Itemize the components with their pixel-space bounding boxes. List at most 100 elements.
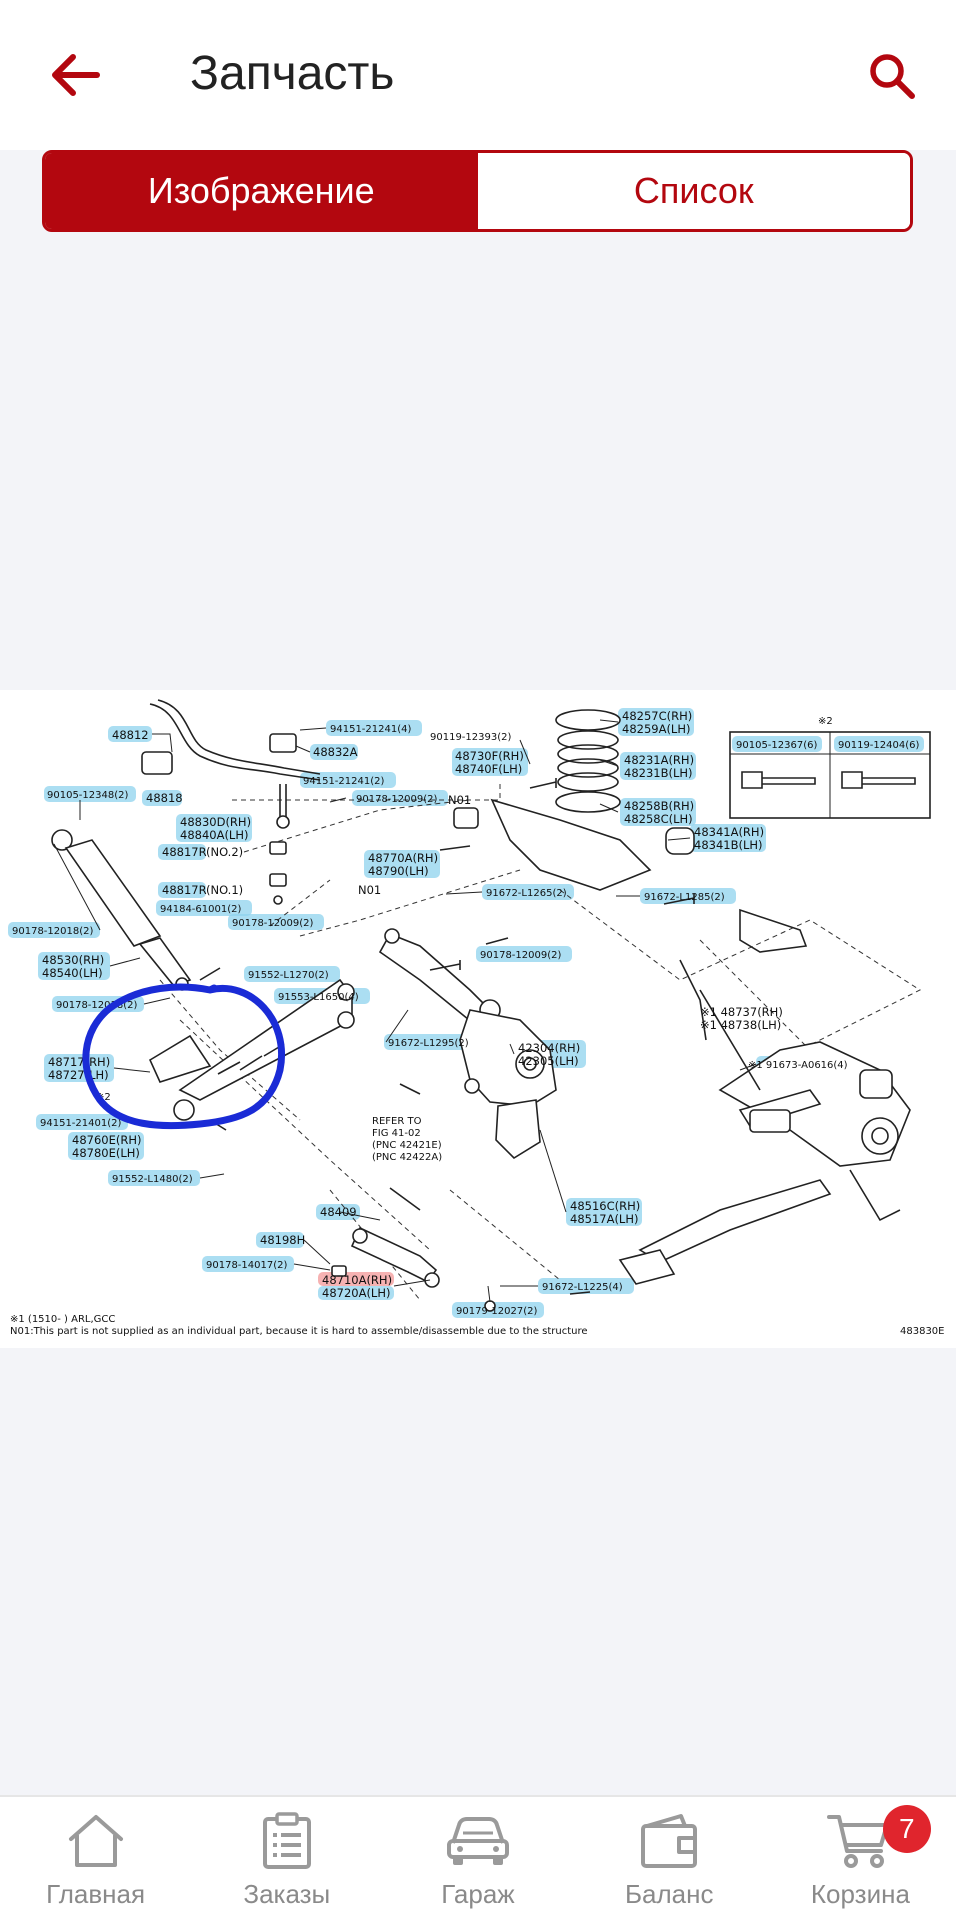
label-91672d: 91672-L1225(4) bbox=[542, 1282, 623, 1293]
label-90178a: 90178-12009(2) bbox=[356, 794, 437, 805]
label-48517a: 48517A(LH) bbox=[570, 1212, 638, 1226]
label-48740f: 48740F(LH) bbox=[455, 762, 522, 776]
page-title: Запчасть bbox=[190, 47, 395, 100]
label-48198h: 48198H bbox=[260, 1233, 305, 1247]
label-91672c: 91672-L1295(2) bbox=[388, 1038, 469, 1049]
view-mode-tabs: Изображение Список bbox=[42, 150, 913, 232]
label-48737: ※1 48737(RH) bbox=[700, 1005, 783, 1019]
label-48717: 48717(RH) bbox=[48, 1055, 110, 1069]
label-n01a: N01 bbox=[448, 793, 471, 807]
label-90178d: 90178-12009(2) bbox=[480, 950, 561, 961]
label-48817r-2: 48817R bbox=[162, 883, 207, 897]
label-48830d: 48830D(RH) bbox=[180, 815, 251, 829]
nav-orders-label: Заказы bbox=[243, 1879, 331, 1909]
label-91552a: 91552-L1270(2) bbox=[248, 970, 329, 981]
nav-garage[interactable]: Гараж bbox=[382, 1797, 573, 1919]
knuckle bbox=[459, 1009, 557, 1160]
label-90178b: 90178-12018(2) bbox=[12, 926, 93, 937]
label-94151b: 94151-21241(2) bbox=[303, 776, 384, 787]
footnote-1: ※1 (1510- ) ARL,GCC bbox=[10, 1314, 115, 1325]
tab-list[interactable]: Список bbox=[477, 153, 910, 229]
nav-cart-label: Корзина bbox=[810, 1879, 910, 1909]
parts-diagram[interactable]: 48812 94151-21241(4) 48832A 90119-12393(… bbox=[0, 690, 956, 1348]
tab-image[interactable]: Изображение bbox=[45, 153, 478, 229]
label-94151c: 94151-21401(2) bbox=[40, 1118, 121, 1129]
bolts bbox=[199, 778, 695, 1312]
label-90105b: 90105-12367(6) bbox=[736, 740, 817, 751]
label-48818: 48818 bbox=[146, 791, 183, 805]
label-note2-arm: ※2 bbox=[96, 1092, 111, 1103]
figure-number: 483830E bbox=[900, 1326, 945, 1337]
label-48738: ※1 48738(LH) bbox=[700, 1018, 781, 1032]
nav-home-label: Главная bbox=[46, 1879, 146, 1909]
label-refer-2: FIG 41-02 bbox=[372, 1128, 421, 1139]
label-48258c: 48258C(LH) bbox=[624, 812, 693, 826]
label-48790: 48790(LH) bbox=[368, 864, 429, 878]
label-90119: 90119-12393(2) bbox=[430, 732, 511, 743]
footnote-2: N01:This part is not supplied as an indi… bbox=[10, 1326, 588, 1337]
label-48257c: 48257C(RH) bbox=[622, 709, 692, 723]
label-90105a: 90105-12348(2) bbox=[47, 790, 128, 801]
label-refer-1: REFER TO bbox=[372, 1116, 422, 1127]
lower-link bbox=[331, 1187, 440, 1288]
label-90179: 90179-12027(2) bbox=[456, 1306, 537, 1317]
label-48710a: 48710A(RH) bbox=[322, 1273, 392, 1287]
label-90119b: 90119-12404(6) bbox=[838, 740, 919, 751]
search-button[interactable] bbox=[860, 44, 924, 108]
coil-spring bbox=[555, 709, 621, 813]
label-48540: 48540(LH) bbox=[42, 966, 103, 980]
label-94184: 94184-61001(2) bbox=[160, 904, 241, 915]
label-48760e: 48760E(RH) bbox=[72, 1133, 141, 1147]
wallet-icon bbox=[634, 1809, 704, 1873]
label-refer-3: (PNC 42421E) bbox=[372, 1140, 442, 1151]
label-91552b: 91552-L1480(2) bbox=[112, 1174, 193, 1185]
label-91672a: 91672-L1285(2) bbox=[644, 892, 725, 903]
diagram-labels: 48812 94151-21241(4) 48832A 90119-12393(… bbox=[10, 709, 945, 1337]
label-48341a: 48341A(RH) bbox=[694, 825, 764, 839]
label-42305: 42305(LH) bbox=[518, 1054, 579, 1068]
app-header: Запчасть bbox=[0, 0, 956, 150]
label-48341b: 48341B(LH) bbox=[694, 838, 763, 852]
orders-clipboard-icon bbox=[252, 1809, 322, 1873]
label-91553: 91553-L1650(4) bbox=[278, 992, 359, 1003]
label-48530: 48530(RH) bbox=[42, 953, 104, 967]
label-91673: ※1 91673-A0616(4) bbox=[748, 1060, 848, 1071]
nav-balance-label: Баланс bbox=[624, 1879, 714, 1909]
label-90178e: 90178-12018(2) bbox=[56, 1000, 137, 1011]
label-48231b: 48231B(LH) bbox=[624, 766, 693, 780]
bolt-table bbox=[729, 731, 931, 819]
home-icon bbox=[61, 1809, 131, 1873]
label-94151a: 94151-21241(4) bbox=[330, 724, 411, 735]
label-48780e: 48780E(LH) bbox=[72, 1146, 140, 1160]
stabilizer-bar bbox=[141, 699, 321, 905]
car-icon bbox=[443, 1809, 513, 1873]
label-48231a: 48231A(RH) bbox=[624, 753, 694, 767]
cart-count-badge: 7 bbox=[882, 1805, 931, 1853]
label-n01b: N01 bbox=[358, 883, 381, 897]
label-90178f: 90178-14017(2) bbox=[206, 1260, 287, 1271]
arrow-left-icon bbox=[52, 54, 100, 96]
label-91672b: 91672-L1265(2) bbox=[486, 888, 567, 899]
back-button[interactable] bbox=[40, 40, 110, 110]
label-48840a: 48840A(LH) bbox=[180, 828, 248, 842]
leader-lines bbox=[53, 719, 757, 1303]
lower-arm bbox=[148, 978, 355, 1131]
label-90178c: 90178-12009(2) bbox=[232, 918, 313, 929]
label-highlights bbox=[8, 708, 924, 1318]
label-48770a: 48770A(RH) bbox=[368, 851, 438, 865]
nav-home[interactable]: Главная bbox=[0, 1797, 191, 1919]
label-48259a: 48259A(LH) bbox=[622, 722, 690, 736]
upper-arm bbox=[378, 798, 695, 1026]
label-48720a: 48720A(LH) bbox=[322, 1286, 390, 1300]
nav-orders[interactable]: Заказы bbox=[191, 1797, 382, 1919]
bottom-navigation: Главная Заказы bbox=[0, 1795, 956, 1919]
nav-balance[interactable]: Баланс bbox=[574, 1797, 765, 1919]
nav-cart[interactable]: Корзина 7 bbox=[765, 1797, 956, 1919]
reference-dashed-lines bbox=[159, 780, 922, 1301]
label-no2: (NO.2) bbox=[206, 845, 243, 859]
label-note2-table: ※2 bbox=[818, 716, 833, 727]
label-42304: 42304(RH) bbox=[518, 1041, 580, 1055]
label-48832a: 48832A bbox=[313, 745, 358, 759]
label-no1: (NO.1) bbox=[206, 883, 243, 897]
label-48730f: 48730F(RH) bbox=[455, 749, 524, 763]
